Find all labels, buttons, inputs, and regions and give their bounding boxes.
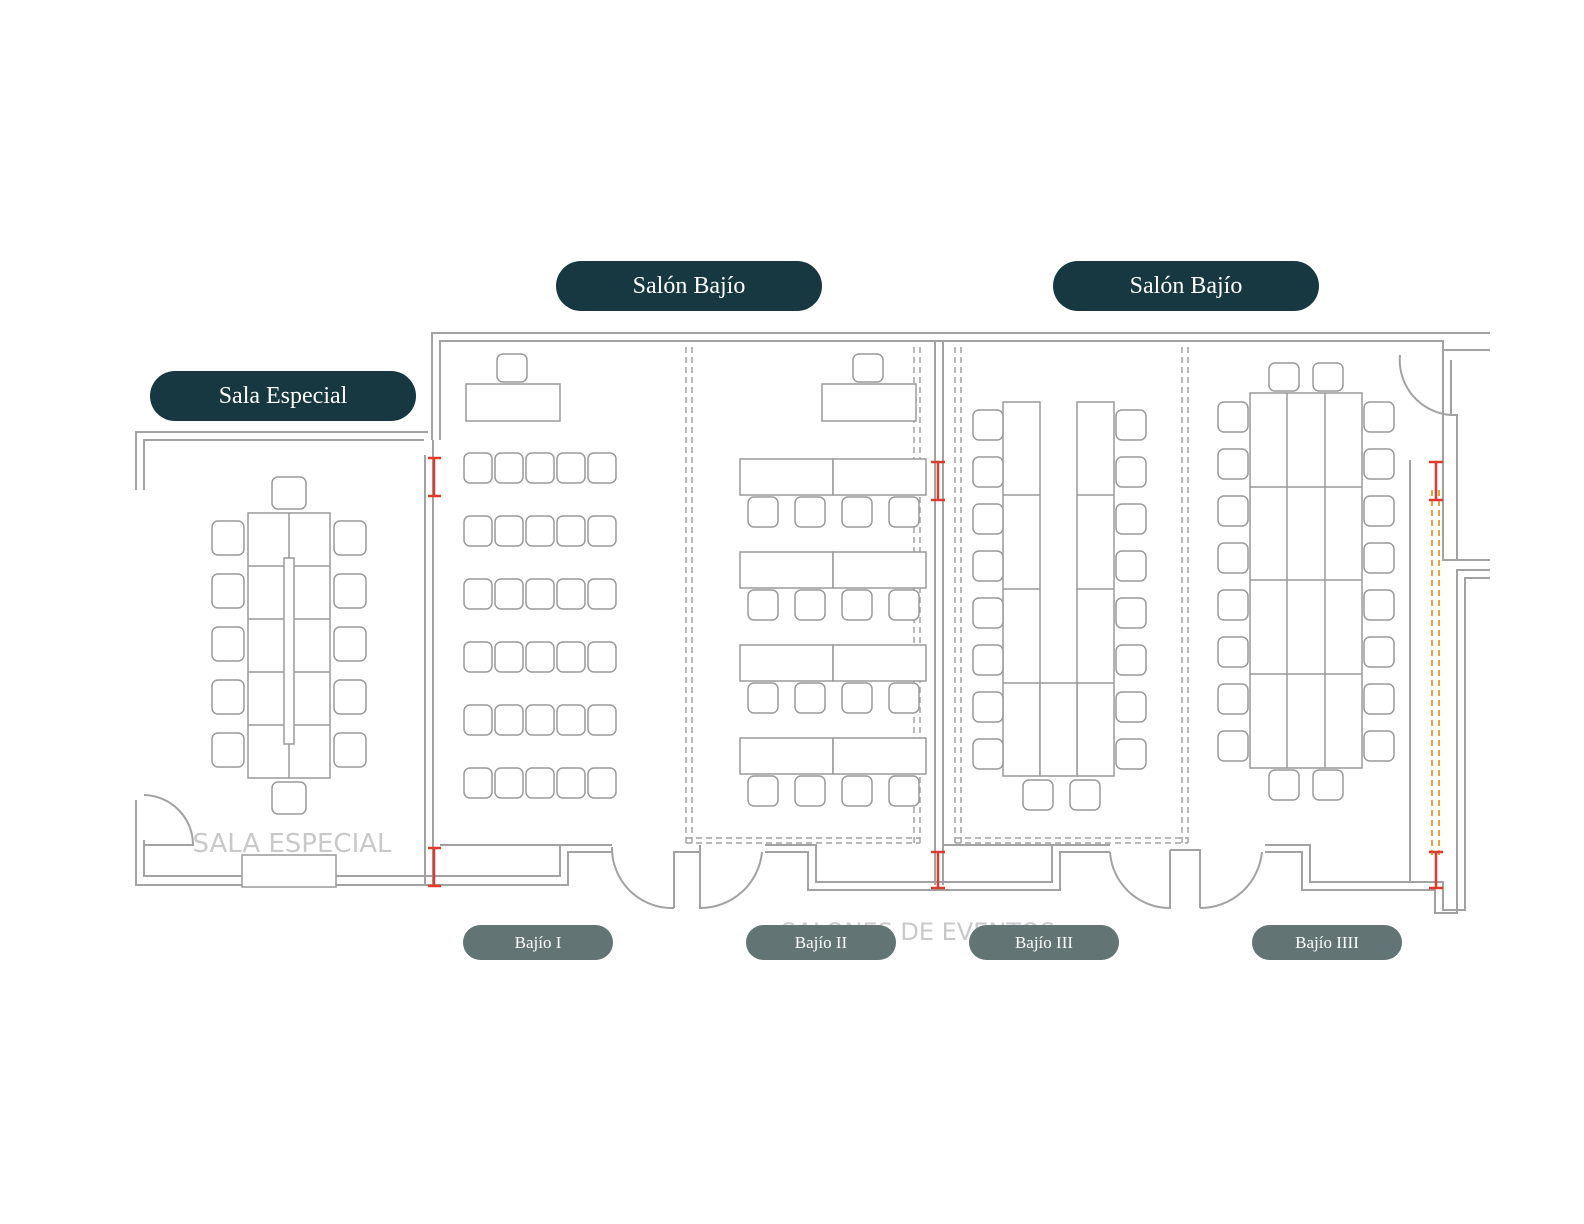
label-bajio-3: Bajío III <box>969 925 1119 960</box>
bajio-2-furniture <box>739 353 927 807</box>
label-bajio-4: Bajío IIII <box>1252 925 1402 960</box>
building-walls <box>135 332 1490 914</box>
label-salon-bajio-right: Salón Bajío <box>1053 261 1319 311</box>
door-swings <box>143 354 1452 910</box>
bajio-1-furniture <box>463 353 617 799</box>
label-sala-especial: Sala Especial <box>150 371 416 421</box>
bajio-3-furniture <box>972 401 1147 811</box>
bajio-4-furniture <box>1217 362 1395 801</box>
label-bajio-1: Bajío I <box>463 925 613 960</box>
plan-text-sala-especial: SALA ESPECIAL <box>192 829 392 859</box>
label-salon-bajio-left: Salón Bajío <box>556 261 822 311</box>
sala-especial-furniture <box>211 476 367 888</box>
door-markers <box>428 456 1443 890</box>
label-bajio-2: Bajío II <box>746 925 896 960</box>
partition-track-orange <box>1431 490 1440 855</box>
